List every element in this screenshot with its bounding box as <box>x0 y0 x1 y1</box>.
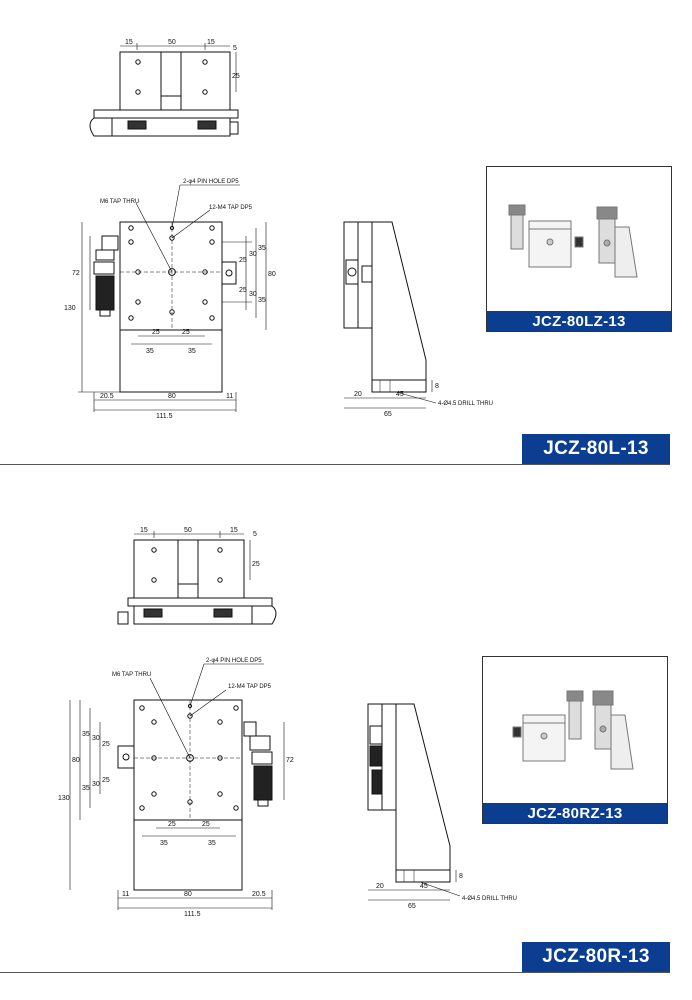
pin-hole-note: 2-φ4 PIN HOLE DP5 <box>183 179 239 185</box>
tap-m4-note: 12-M4 TAP DP5 <box>209 205 253 211</box>
dim-72: 72 <box>72 270 80 277</box>
product-photo-frame-1: JCZ-80LZ-13 <box>486 166 672 332</box>
section-divider-2 <box>0 972 670 973</box>
dim-left-30: 30 <box>92 735 100 742</box>
top-dim-15-left: 15 <box>125 39 133 46</box>
tap-m6-note-2: M6 TAP THRU <box>112 672 151 678</box>
drawing-section-1: 15 50 15 5 25 2-φ4 PIN HOLE DP5 12-M4 TA… <box>64 39 493 420</box>
dim-35-b-2: 35 <box>208 840 216 847</box>
dim-20-5-2: 20.5 <box>252 891 266 898</box>
dim-right-30-b: 30 <box>249 291 257 298</box>
dim-25-a-2: 25 <box>168 821 176 828</box>
dim-right-35: 35 <box>258 245 266 252</box>
front-view-1 <box>78 184 267 412</box>
dim-72-2: 72 <box>286 757 294 764</box>
dim-130-2: 130 <box>58 795 70 802</box>
dim-left-80: 80 <box>72 757 80 764</box>
top-dim-25: 25 <box>232 73 240 80</box>
side-dim-20: 20 <box>354 391 362 398</box>
product-photo-label-2: JCZ-80RZ-13 <box>483 803 667 823</box>
dim-left-35-b: 35 <box>82 785 90 792</box>
mounting-holes-1 <box>128 225 215 321</box>
side-view-2 <box>367 703 461 901</box>
front-view-2 <box>69 663 285 910</box>
dim-25-b: 25 <box>182 329 190 336</box>
top-dim-15-right-2: 15 <box>230 527 238 534</box>
dim-35-b: 35 <box>188 348 196 355</box>
model-label-1: JCZ-80L-13 <box>522 434 670 464</box>
dim-20-5: 20.5 <box>100 393 114 400</box>
tap-m6-note: M6 TAP THRU <box>100 199 139 205</box>
dim-right-35-b: 35 <box>258 297 266 304</box>
dim-right-30: 30 <box>249 251 257 258</box>
dim-left-30-b: 30 <box>92 781 100 788</box>
dim-left-35: 35 <box>82 731 90 738</box>
dim-11-2: 11 <box>122 891 129 898</box>
dim-80: 80 <box>168 393 176 400</box>
side-dim-20-2: 20 <box>376 883 384 890</box>
top-dim-50-2: 50 <box>184 527 192 534</box>
top-view-1 <box>89 43 239 137</box>
drawing-section-2: 15 50 15 5 25 2-φ4 PIN HOLE DP5 12-M4 TA… <box>58 527 517 918</box>
top-dim-25-2: 25 <box>252 561 260 568</box>
dim-left-25: 25 <box>102 741 110 748</box>
side-dim-8-2: 8 <box>459 873 463 880</box>
section-divider-1 <box>0 464 670 465</box>
product-photo-label-1: JCZ-80LZ-13 <box>487 311 671 331</box>
side-dim-8: 8 <box>435 383 439 390</box>
tap-m4-note-2: 12-M4 TAP DP5 <box>228 684 272 690</box>
dim-right-25: 25 <box>239 257 247 264</box>
dim-left-25-b: 25 <box>102 777 110 784</box>
side-dim-65-2: 65 <box>408 903 416 910</box>
drill-note: 4-Ø4.5 DRILL THRU <box>438 401 493 407</box>
product-photo-1 <box>508 204 638 278</box>
top-view-2 <box>117 531 277 625</box>
pin-hole-note-2: 2-φ4 PIN HOLE DP5 <box>206 658 262 664</box>
top-dim-50: 50 <box>168 39 176 46</box>
side-view-1 <box>343 221 437 409</box>
drill-note-2: 4-Ø4.5 DRILL THRU <box>462 896 517 902</box>
dim-25-a: 25 <box>152 329 160 336</box>
top-dim-5: 5 <box>233 45 237 52</box>
dim-111-5-2: 111.5 <box>184 911 201 918</box>
product-photo-2 <box>512 690 634 770</box>
dim-right-25-b: 25 <box>239 287 247 294</box>
dim-11: 11 <box>226 393 233 400</box>
top-dim-15-left-2: 15 <box>140 527 148 534</box>
model-label-2: JCZ-80R-13 <box>522 942 670 972</box>
dim-111-5: 111.5 <box>156 413 173 420</box>
micrometer-1 <box>93 235 119 317</box>
top-dim-5-2: 5 <box>253 531 257 538</box>
dim-25-b-2: 25 <box>202 821 210 828</box>
side-dim-45-2: 45 <box>420 883 428 890</box>
top-dim-15-right: 15 <box>207 39 215 46</box>
side-dim-45: 45 <box>396 391 404 398</box>
side-dim-65: 65 <box>384 411 392 418</box>
dim-right-80: 80 <box>268 271 276 278</box>
mounting-holes-2 <box>139 703 239 811</box>
dim-80-2: 80 <box>184 891 192 898</box>
micrometer-2 <box>243 721 273 807</box>
dim-130: 130 <box>64 305 76 312</box>
dim-35-a: 35 <box>146 348 154 355</box>
dim-35-a-2: 35 <box>160 840 168 847</box>
product-photo-frame-2: JCZ-80RZ-13 <box>482 656 668 824</box>
